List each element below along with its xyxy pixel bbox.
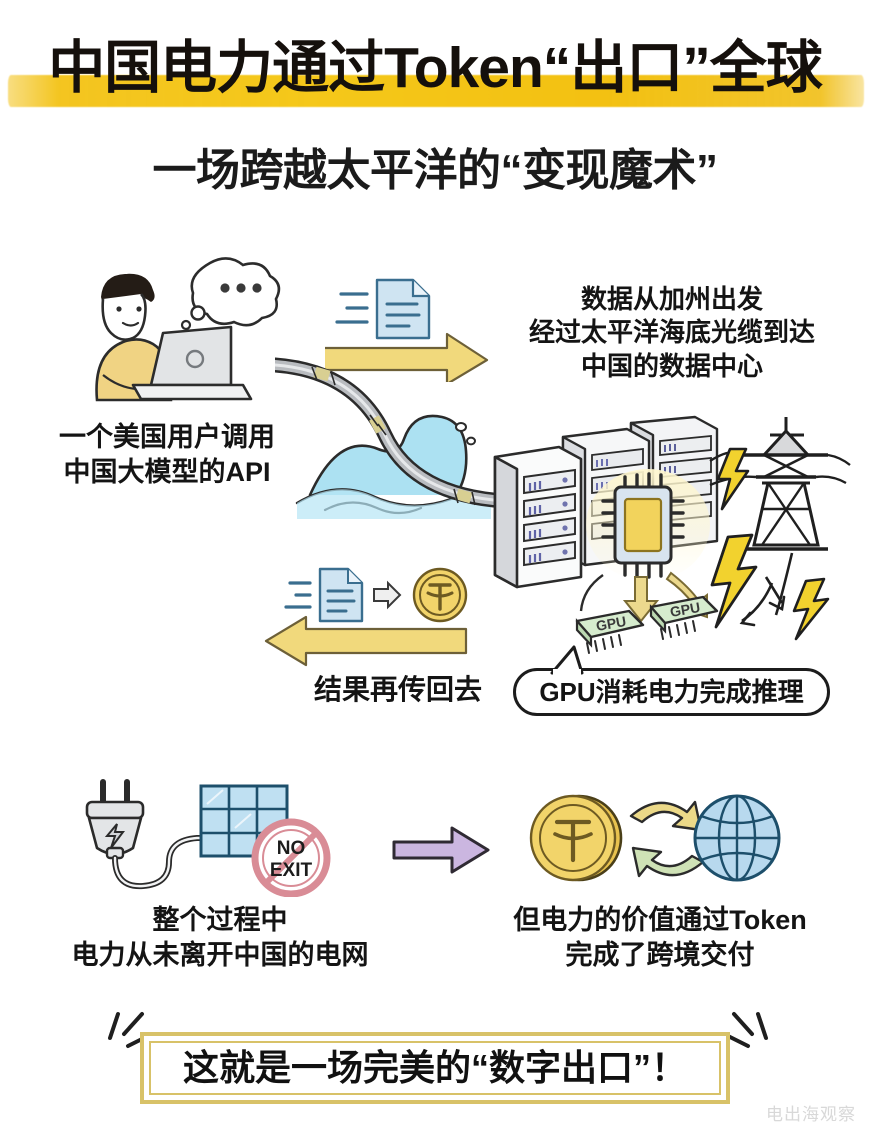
gpu-chip-icon: GPU [575,609,645,654]
return-caption: 结果再传回去 [313,674,482,705]
power-illustration [700,405,870,650]
gpu-chip-icon: GPU [649,595,719,640]
arrow-right-purple-icon [392,826,490,874]
token-caption-line1-prefix: 但电力的价值通过 [513,905,730,935]
no-exit-sign-icon: NO EXIT [251,818,331,898]
grid-caption: 整个过程中 电力从未离开中国的电网 [71,905,369,970]
conclusion-suffix: ”！ [633,1047,688,1088]
laptop-icon [131,325,253,401]
conclusion-highlight: 数字出口 [488,1047,633,1088]
token-cycle-illustration [525,782,785,892]
arrow-left-gold-icon [264,615,468,667]
arrow-right-gold-icon [315,332,489,386]
speech-bubble-tail [550,645,584,675]
token-caption-line1-suffix: Token [729,905,807,935]
gpu-chip-label: GPU [669,599,702,620]
speed-lines-icon [284,581,312,609]
lightning-bolt-icon [792,577,830,641]
ocean-cable-illustration [267,355,555,550]
server-rack-icon [493,445,583,589]
conclusion-inner-border [149,1041,721,1095]
token-coin-icon [529,794,623,882]
power-tower-icon [709,417,851,616]
token-caption: 但电力的价值通过Token 完成了跨境交付 [460,903,860,972]
title-highlight-stroke [8,75,864,107]
conclusion-text: 这就是一场完美的“数字出口”！ [144,1036,726,1100]
token-coin-icon [412,567,468,623]
token-caption-line2: 完成了跨境交付 [565,939,755,970]
convert-arrow-icon [373,580,402,610]
thought-bubble-icon [180,257,281,331]
user-illustration [55,255,305,415]
grid-illustration: NO EXIT [65,772,355,898]
document-icon [318,567,364,623]
response-flow-illustration [250,565,550,675]
ocean-wave-icon [295,414,493,519]
datacenter-illustration: GPU GPU [485,415,745,660]
page-title: 中国电力通过Token“出口”全球 [48,36,823,100]
cpu-chip-icon [601,472,685,579]
conclusion-box: 这就是一场完美的“数字出口”！ [140,1032,730,1104]
cycle-arrows-icon [629,800,705,878]
speed-lines-icon [335,292,369,324]
globe-icon [693,794,781,882]
power-plug-icon [85,779,212,890]
request-flow-illustration [315,272,510,386]
gpu-chip-label: GPU [595,613,628,634]
lightning-bolt-icon [710,533,758,629]
power-flow-arrows-icon [739,576,786,627]
gpu-speech-bubble: GPU消耗电力完成推理 [513,645,830,716]
gpu-speech-text: GPU消耗电力完成推理 [539,677,804,707]
user-caption: 一个美国用户调用 中国大模型的API [59,422,275,487]
lightning-bolt-icon [716,447,750,511]
watermark: 电出海观察 [766,1105,856,1124]
datapath-caption: 数据从加州出发 经过太平洋海底光缆到达 中国的数据中心 [528,284,815,381]
title-area: 中国电力通过Token“出口”全球 [0,28,870,114]
transition-arrow [388,820,498,880]
sparkle-right-icon [726,1012,768,1048]
conclusion-prefix: 这就是一场完美的“ [182,1047,489,1088]
undersea-cable-icon [267,357,513,509]
document-icon [375,278,431,340]
no-exit-line1: NO [277,838,306,859]
no-exit-line2: EXIT [270,860,313,881]
page-subtitle: 一场跨越太平洋的“变现魔术” [152,146,719,195]
